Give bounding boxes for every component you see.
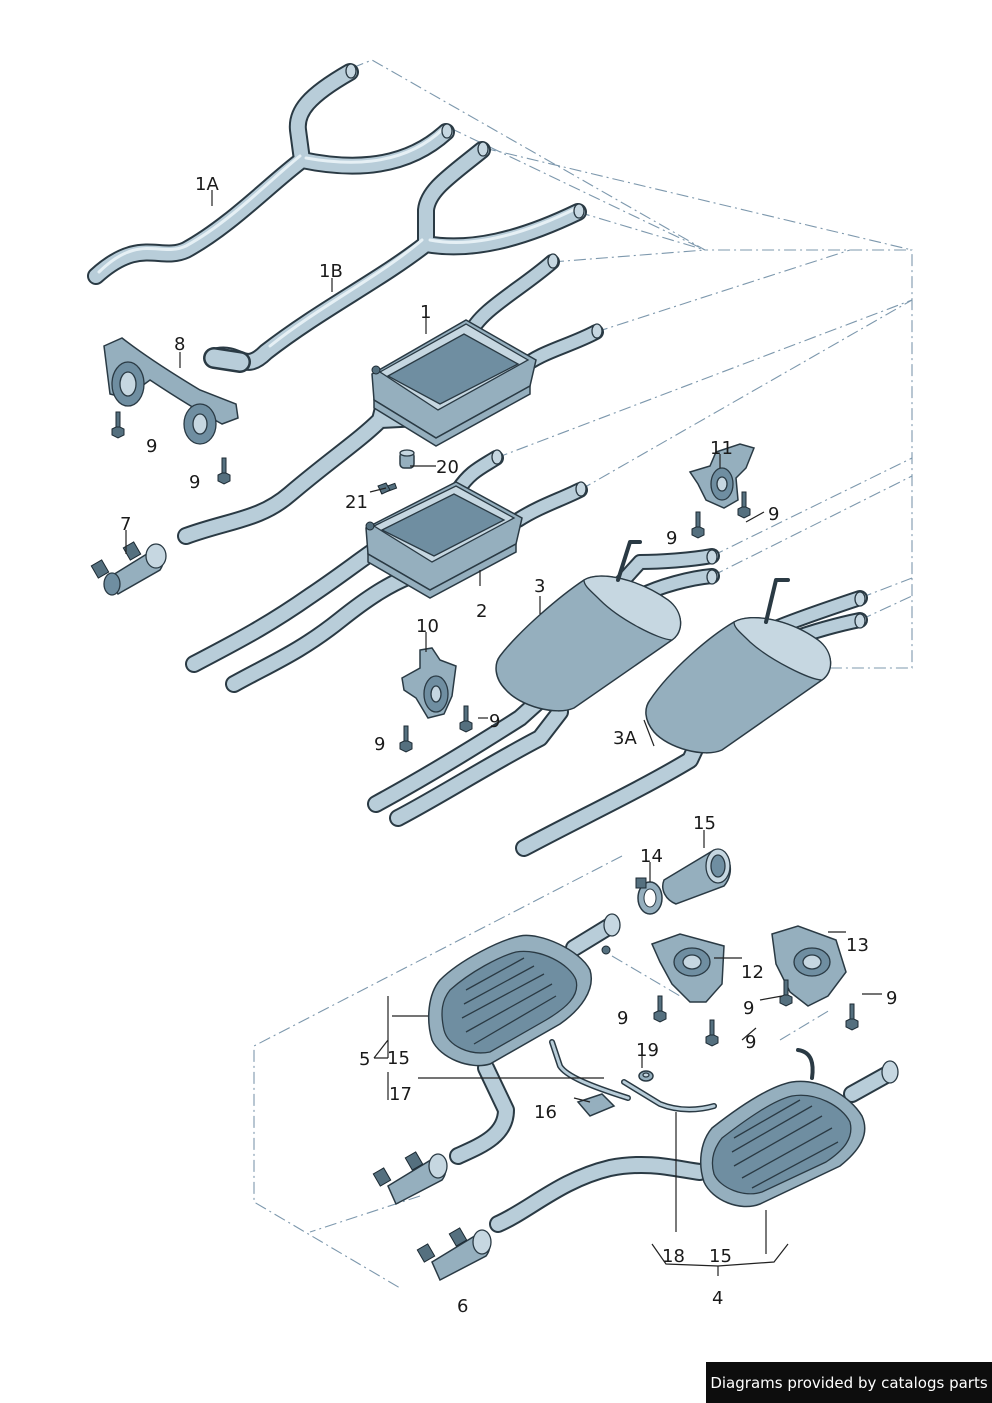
- front-pipe-1a: [87, 63, 455, 285]
- callout-13: 13: [846, 935, 869, 956]
- bracket-12: [650, 933, 725, 1047]
- callout-5: 5: [359, 1049, 370, 1070]
- callout-3: 3: [534, 576, 545, 597]
- mounting-strap-18: [621, 1079, 717, 1113]
- callout-9: 9: [745, 1032, 756, 1053]
- attribution-text: Diagrams provided by catalogs parts: [710, 1373, 988, 1392]
- bracket-11: [688, 443, 756, 539]
- callout-19: 19: [636, 1040, 659, 1061]
- tailpipe-tip-15: [662, 848, 732, 905]
- callout-12: 12: [741, 962, 764, 983]
- callout-9: 9: [146, 436, 157, 457]
- callout-8: 8: [174, 334, 185, 355]
- callout-15-silencer-4: 15: [709, 1246, 732, 1267]
- nut-19: [638, 1070, 654, 1082]
- callout-1a: 1A: [195, 174, 219, 195]
- callout-20: 20: [436, 457, 459, 478]
- callout-11: 11: [710, 438, 733, 459]
- callout-1b: 1B: [319, 261, 343, 282]
- callout-3a: 3A: [613, 728, 637, 749]
- callout-4: 4: [712, 1288, 723, 1309]
- assembly-dash-lines: [253, 59, 913, 1289]
- rear-silencer-3: [367, 540, 720, 827]
- callout-7: 7: [120, 514, 131, 535]
- rubber-mount-20: [399, 449, 415, 469]
- callout-labels: 1A 1B 1 2 3 3A 4 5 6 7 8 10 11 12 13 14 …: [120, 174, 897, 1317]
- rear-silencer-5: [427, 913, 621, 1165]
- front-silencer-2: [185, 449, 588, 693]
- clamp-7: [90, 541, 167, 596]
- front-silencer-1: [177, 253, 604, 545]
- bracket-13: [771, 925, 859, 1031]
- callout-15-silencer-5: 15: [387, 1048, 410, 1069]
- callout-9: 9: [489, 711, 500, 732]
- callout-1: 1: [420, 302, 431, 323]
- clamp-6: [372, 1151, 492, 1282]
- rear-silencer-3a: [515, 578, 868, 857]
- callout-10: 10: [416, 616, 439, 637]
- callout-9: 9: [666, 528, 677, 549]
- bracket-8: [103, 337, 239, 485]
- rear-silencer-4: [489, 1048, 899, 1233]
- callout-18: 18: [662, 1246, 685, 1267]
- leader-lines: [125, 190, 882, 1276]
- callout-16: 16: [534, 1102, 557, 1123]
- mounting-strap-17: [549, 1039, 631, 1101]
- callout-14: 14: [640, 846, 663, 867]
- clamp-14: [635, 877, 663, 915]
- bracket-10: [399, 647, 473, 753]
- attribution-footer: Diagrams provided by catalogs parts: [706, 1362, 992, 1403]
- callout-2: 2: [476, 601, 487, 622]
- callout-15-tip: 15: [693, 813, 716, 834]
- callout-9: 9: [886, 988, 897, 1009]
- callout-9: 9: [189, 472, 200, 493]
- callout-9: 9: [743, 998, 754, 1019]
- callout-17: 17: [389, 1084, 412, 1105]
- callout-9: 9: [768, 504, 779, 525]
- callout-9: 9: [617, 1008, 628, 1029]
- front-pipe-1b: [203, 141, 587, 373]
- callout-6: 6: [457, 1296, 468, 1317]
- bolt-21: [377, 482, 398, 495]
- callout-9: 9: [374, 734, 385, 755]
- callout-21: 21: [345, 492, 368, 513]
- bracket-16: [576, 1093, 616, 1117]
